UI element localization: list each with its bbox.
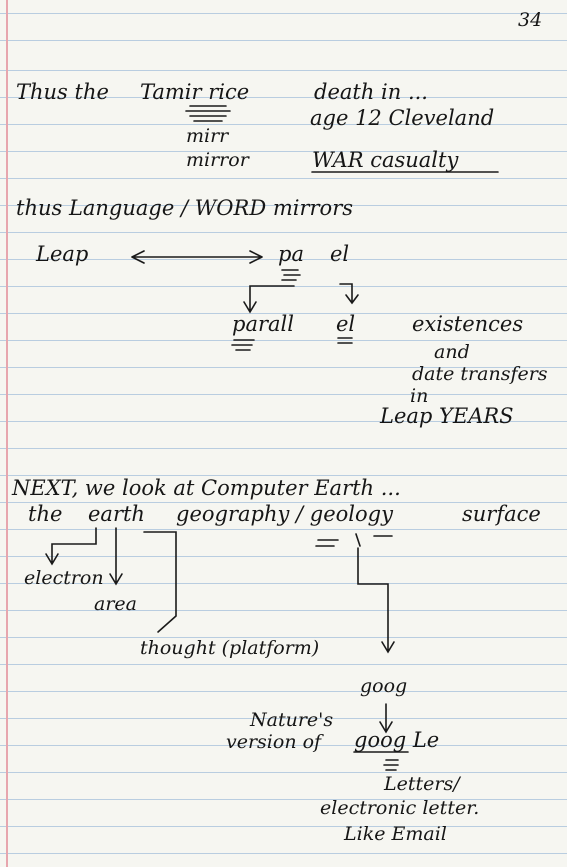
text-natures: Nature's xyxy=(250,709,334,731)
text-google: goog Le xyxy=(354,728,440,752)
text-el-top: el xyxy=(330,242,350,266)
text-the: the xyxy=(28,502,63,526)
text-mirror: mirror xyxy=(186,149,249,171)
text-and: and xyxy=(434,341,470,363)
text-death-in: death in ... xyxy=(314,80,428,104)
branch-e-to-electron xyxy=(45,527,97,566)
text-el-bottom: el xyxy=(336,312,356,336)
text-earth: earth xyxy=(88,502,145,526)
text-surface: surface xyxy=(462,502,541,526)
text-existences: existences xyxy=(412,312,524,336)
text-like-email: Like Email xyxy=(344,823,447,845)
branch-th-to-thought xyxy=(143,531,177,633)
arrow-pa-to-parall xyxy=(243,285,295,314)
text-electronic-letter: electronic letter. xyxy=(320,797,480,819)
scribble-under-pa xyxy=(281,269,301,281)
double-arrow-leap-pa xyxy=(131,250,263,264)
text-version-of: version of xyxy=(226,731,322,753)
arrow-el-down xyxy=(339,283,359,305)
text-electron: electron xyxy=(24,567,104,589)
text-geography-geology: geography / geology xyxy=(176,502,393,526)
margin-line xyxy=(6,0,8,867)
text-leap: Leap xyxy=(36,242,89,266)
text-thought-platform: thought (platform) xyxy=(140,637,320,659)
page-number: 34 xyxy=(518,9,543,31)
text-language-word-mirrors: thus Language / WORD mirrors xyxy=(16,196,354,220)
text-age-cleveland: age 12 Cleveland xyxy=(310,106,495,130)
text-thus-the: Thus the xyxy=(16,80,109,104)
text-letters: Letters/ xyxy=(384,773,460,795)
text-leap-years: Leap YEARS xyxy=(380,404,514,428)
text-goog: goog xyxy=(360,675,408,697)
scribble-under-parall xyxy=(231,339,255,351)
scribble-under-tamir xyxy=(185,105,231,122)
branch-ar-to-area xyxy=(109,527,123,586)
scribble-under-geology xyxy=(315,533,393,547)
text-date-transfers: date transfers xyxy=(412,363,548,385)
text-next-computer-earth: NEXT, we look at Computer Earth ... xyxy=(12,476,401,500)
scribble-under-el xyxy=(337,337,353,344)
arrow-geology-to-goog xyxy=(357,547,395,654)
scribble-under-le xyxy=(383,759,399,771)
text-parall: parall xyxy=(232,312,294,336)
text-in: in xyxy=(410,385,429,407)
text-war-casualty: WAR casualty xyxy=(312,148,459,172)
text-pa: pa xyxy=(278,242,304,266)
text-area: area xyxy=(94,593,137,615)
text-tamir-rice: Tamir rice xyxy=(140,80,250,104)
text-mirr: mirr xyxy=(186,125,229,147)
